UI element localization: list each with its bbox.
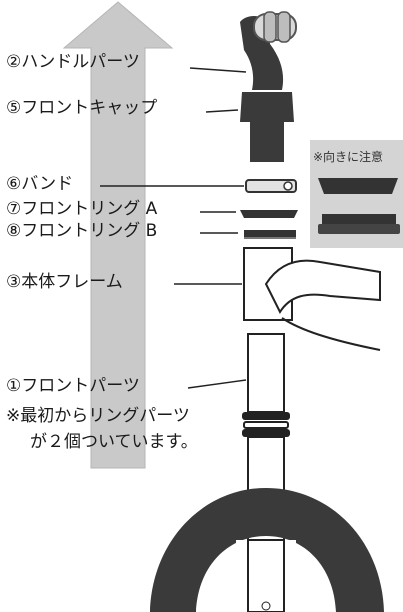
band-shape — [245, 179, 297, 193]
front-ring-b-shape — [244, 230, 296, 239]
note-ring-line1: ※最初からリングパーツ — [6, 406, 190, 426]
wheel-shape — [150, 488, 384, 612]
front-ring-a-shape — [240, 210, 298, 218]
label-front-cap: ⑤フロントキャップ — [6, 98, 158, 118]
orientation-inset — [310, 140, 403, 248]
label-body-frame: ③本体フレーム — [6, 272, 123, 292]
label-handle-parts: ②ハンドルパーツ — [6, 52, 140, 72]
label-front-ring-a: ⑦フロントリング A — [6, 199, 158, 219]
leader-line-front-parts — [187, 379, 247, 389]
leader-line-cap — [205, 109, 239, 113]
label-front-parts: ①フロントパーツ — [6, 376, 140, 396]
note-ring-line2: が２個ついています。 — [30, 432, 198, 452]
front-cap-shape — [240, 92, 294, 162]
label-front-ring-b: ⑧フロントリング B — [6, 221, 158, 241]
inset-caption: ※向きに注意 — [313, 150, 384, 164]
leader-line-handle — [189, 67, 247, 73]
body-frame-shape — [243, 247, 381, 351]
label-band: ⑥バンド — [6, 174, 74, 194]
handle-parts-shape — [240, 11, 297, 90]
upward-arrow-icon — [62, 1, 174, 469]
